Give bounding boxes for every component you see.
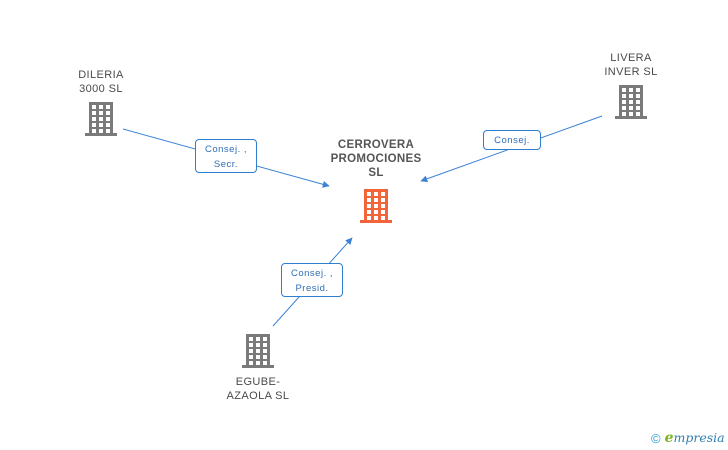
empresia-logo-text: mpresia bbox=[673, 430, 725, 445]
building-icon-livera[interactable] bbox=[615, 85, 647, 119]
node-label-dileria[interactable]: DILERIA 3000 SL bbox=[78, 69, 124, 95]
edge-label-dileria[interactable]: Consej. , Secr. bbox=[195, 139, 257, 173]
copyright-icon: © bbox=[651, 430, 661, 446]
footer-brand: © empresia bbox=[651, 429, 725, 447]
empresia-logo: empresia bbox=[665, 430, 725, 446]
edge-label-egube[interactable]: Consej. , Presid. bbox=[281, 263, 343, 297]
edge-label-livera[interactable]: Consej. bbox=[483, 130, 541, 150]
empresia-logo-initial: e bbox=[664, 430, 674, 446]
building-icon-center[interactable] bbox=[360, 189, 392, 223]
node-label-egube[interactable]: EGUBE- AZAOLA SL bbox=[226, 376, 290, 402]
node-label-livera[interactable]: LIVERA INVER SL bbox=[604, 52, 658, 78]
building-icon-egube[interactable] bbox=[242, 334, 274, 368]
node-label-cerrovera[interactable]: CERROVERA PROMOCIONES SL bbox=[330, 139, 422, 179]
building-icon-dileria[interactable] bbox=[85, 102, 117, 136]
